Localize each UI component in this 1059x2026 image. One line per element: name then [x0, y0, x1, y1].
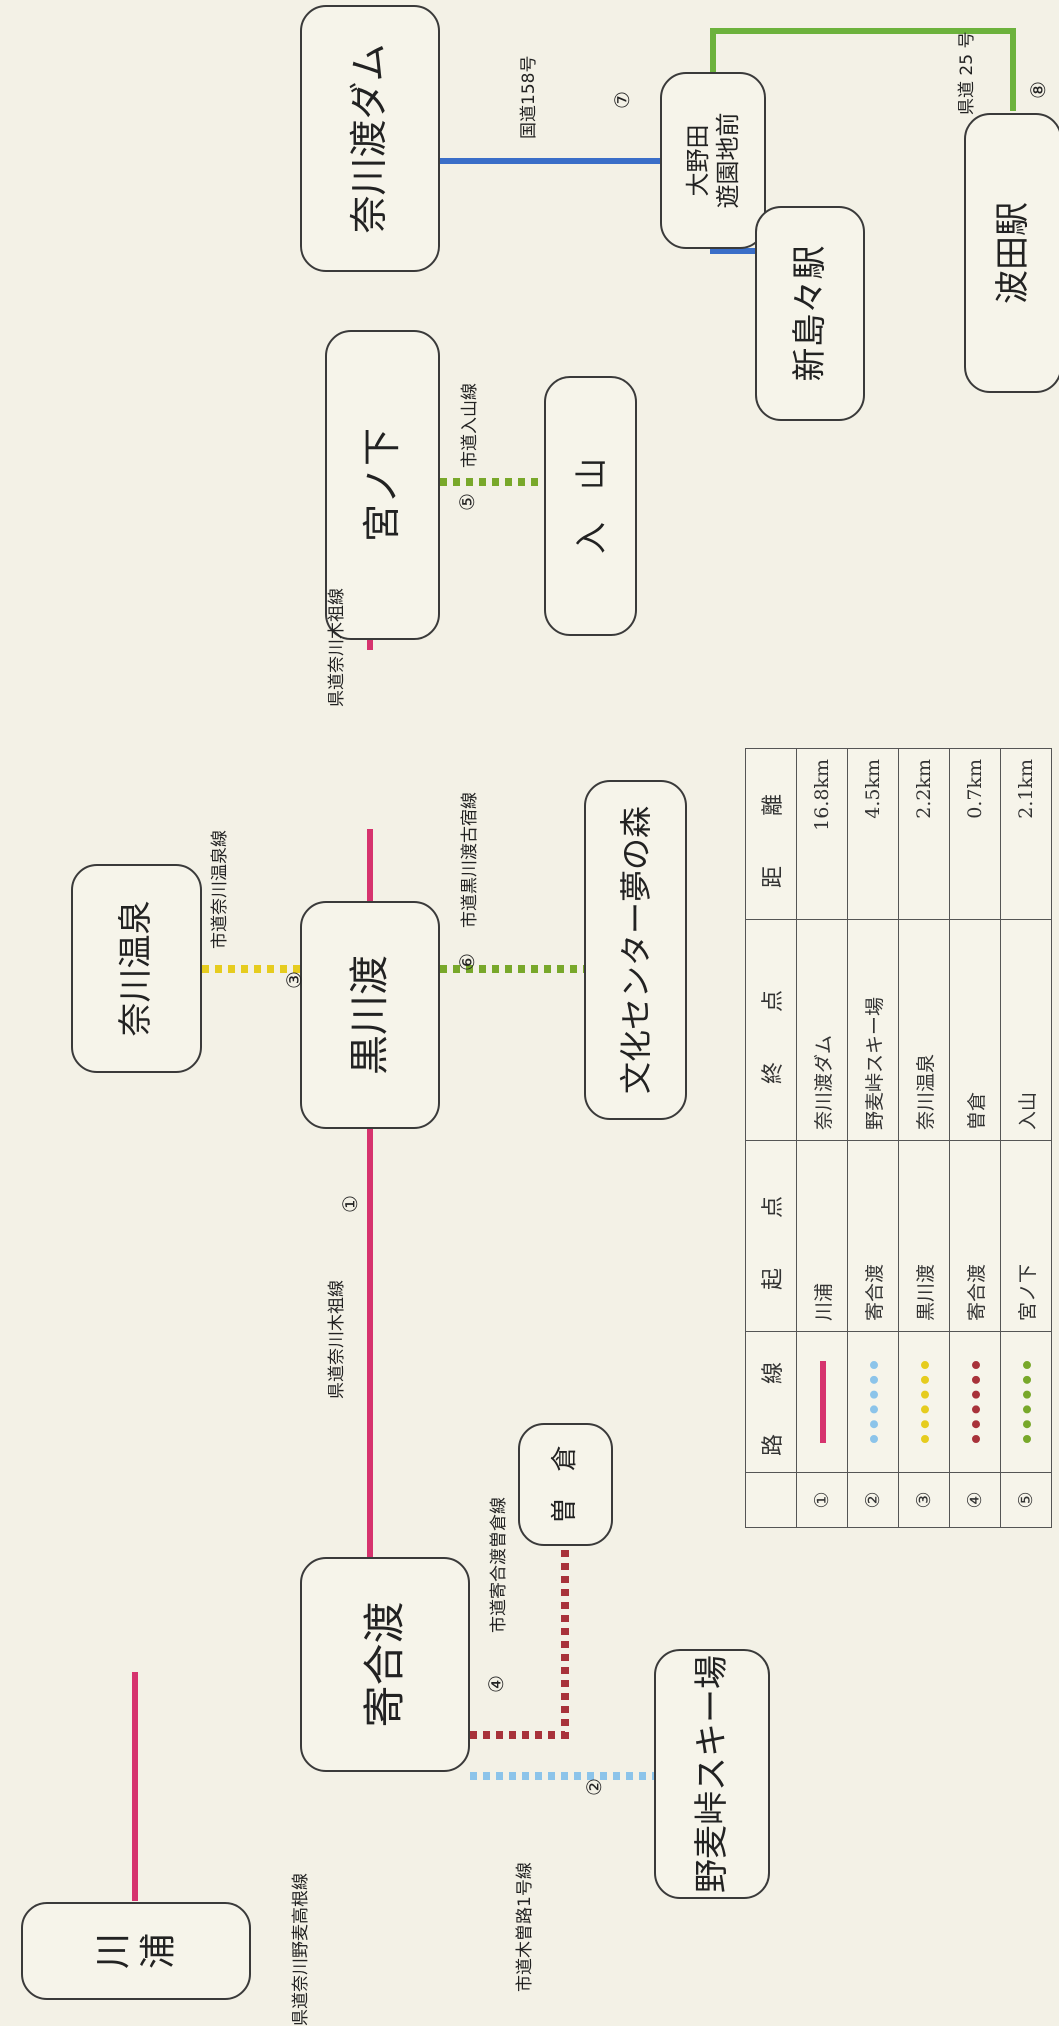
route-start: 寄合渡	[949, 1140, 1001, 1332]
label-kawaura-route: 県道奈川野麦高根線	[291, 1873, 311, 2026]
route-end: 曽倉	[949, 919, 1001, 1141]
node-shinshimashima: 新島々駅	[755, 206, 865, 421]
node-onoda: 大野田 遊園地前	[660, 72, 766, 249]
header-start: 起 点	[745, 1140, 797, 1332]
route-distance: 4.5km	[847, 748, 899, 920]
route-index: ①	[796, 1472, 848, 1528]
route-swatch	[972, 1361, 980, 1443]
marker-8: ⑧	[1026, 81, 1050, 99]
table-header-row: 路 線 起 点 終 点 距 離	[745, 748, 797, 1528]
route-index: ④	[949, 1472, 1001, 1528]
route-start: 宮ノ下	[1000, 1140, 1052, 1332]
node-kurokawado: 黒川渡	[300, 901, 440, 1129]
marker-4: ④	[484, 1675, 508, 1693]
route-end: 入山	[1000, 919, 1052, 1141]
route-index: ⑤	[1000, 1472, 1052, 1528]
node-hata: 波田駅	[964, 113, 1059, 393]
route-index: ③	[898, 1472, 950, 1528]
header-line: 路 線	[745, 1331, 797, 1473]
marker-3: ③	[282, 971, 306, 989]
route-start: 寄合渡	[847, 1140, 899, 1332]
marker-6: ⑥	[455, 953, 479, 971]
node-iriyama: 入 山	[544, 376, 637, 636]
route-swatch	[820, 1361, 826, 1443]
header-distance: 距 離	[745, 748, 797, 920]
route-end: 野麦峠スキー場	[847, 919, 899, 1141]
label-route-7: 国道158号	[519, 55, 539, 139]
label-route-8: 県道 25 号	[957, 31, 977, 115]
label-route-1b: 県道奈川木祖線	[327, 588, 347, 707]
route-distance: 2.1km	[1000, 748, 1052, 920]
marker-7: ⑦	[610, 91, 634, 109]
marker-2: ②	[582, 1778, 606, 1796]
label-route-4: 市道寄合渡曽倉線	[489, 1497, 509, 1633]
node-bunka-center: 文化センター夢の森	[584, 780, 687, 1120]
node-yoriaito: 寄合渡	[300, 1557, 470, 1772]
route-start: 川浦	[796, 1140, 848, 1332]
route-swatch-cell	[898, 1331, 950, 1473]
route-end: 奈川温泉	[898, 919, 950, 1141]
route-distance: 16.8km	[796, 748, 848, 920]
header-index	[745, 1472, 797, 1528]
label-route-1a: 県道奈川木祖線	[327, 1280, 347, 1399]
label-route-5: 市道入山線	[460, 383, 480, 468]
label-route-2: 市道木曽路1号線	[515, 1862, 535, 1992]
label-route-6: 市道黒川渡古宿線	[460, 792, 480, 928]
node-nomugitoge: 野麦峠スキー場	[654, 1649, 770, 1899]
route-distance: 2.2km	[898, 748, 950, 920]
node-narakawado-dam: 奈川渡ダム	[300, 5, 440, 272]
route-swatch-cell	[1000, 1331, 1052, 1473]
route-swatch-cell	[796, 1331, 848, 1473]
route-swatch-cell	[949, 1331, 1001, 1473]
marker-5: ⑤	[455, 493, 479, 511]
marker-1: ①	[338, 1195, 362, 1213]
route-index: ②	[847, 1472, 899, 1528]
route-8-onoda-hata	[710, 28, 1016, 111]
route-swatch-cell	[847, 1331, 899, 1473]
node-kawaura: 川 浦	[21, 1902, 251, 2000]
route-end: 奈川渡ダム	[796, 919, 848, 1141]
route-swatch	[1023, 1361, 1031, 1443]
label-route-3: 市道奈川温泉線	[210, 830, 230, 949]
header-end: 終 点	[745, 919, 797, 1141]
node-sogura: 曽 倉	[518, 1423, 613, 1546]
route-start: 黒川渡	[898, 1140, 950, 1332]
route-4-sogura	[470, 1546, 569, 1739]
route-swatch	[870, 1361, 878, 1443]
node-narakawa-onsen: 奈川温泉	[71, 864, 202, 1073]
route-swatch	[921, 1361, 929, 1443]
route-distance: 0.7km	[949, 748, 1001, 920]
